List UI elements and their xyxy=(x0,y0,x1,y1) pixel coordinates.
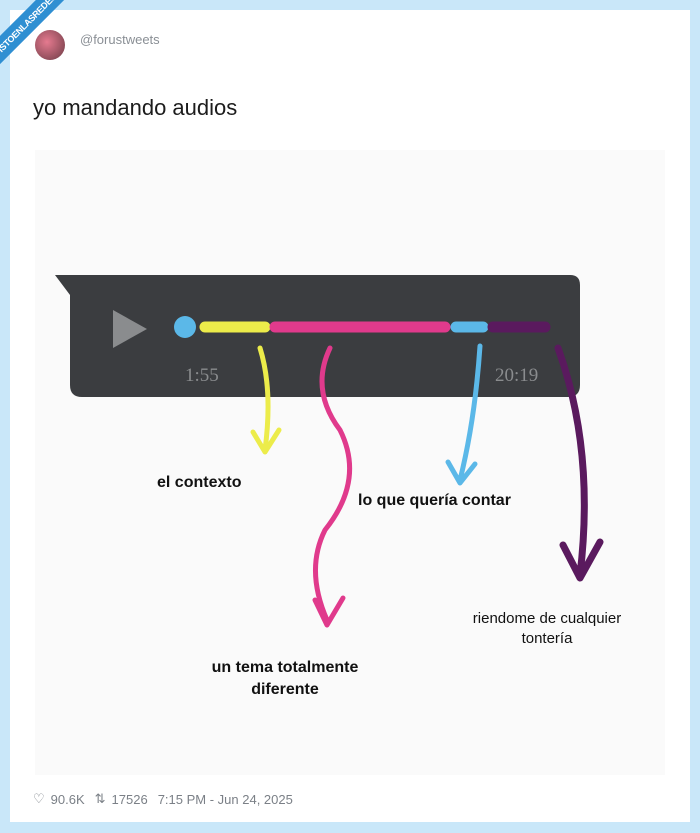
heart-icon[interactable]: ♡ xyxy=(33,791,45,806)
progress-knob xyxy=(174,316,196,338)
tweet-image: 1:55 20:19 el contexto lo que quería con… xyxy=(35,150,665,775)
label-wanted: lo que quería contar xyxy=(358,492,511,509)
arrow-wanted xyxy=(445,343,483,486)
avatar[interactable] xyxy=(35,30,65,60)
user-handle[interactable]: @forustweets xyxy=(80,32,160,47)
label-laugh: riendome de cualquier tontería xyxy=(472,610,622,647)
label-main: un tema totalmente diferente xyxy=(211,659,359,698)
tweet-footer: ♡ 90.6K ⇅ 17526 7:15 PM - Jun 24, 2025 xyxy=(33,791,297,807)
retweet-icon[interactable]: ⇅ xyxy=(94,791,106,806)
arrow-context xyxy=(250,345,282,455)
tweet-text: yo mandando audios xyxy=(33,95,238,120)
like-count: 90.6K xyxy=(50,791,85,807)
audio-bubble xyxy=(55,275,580,397)
label-context: el contexto xyxy=(157,474,242,491)
arrow-main xyxy=(312,345,353,628)
start-time: 1:55 xyxy=(185,365,219,386)
retweet-count: 17526 xyxy=(111,791,148,807)
arrow-laugh xyxy=(554,344,604,582)
audio-diagram xyxy=(55,275,604,628)
timestamp[interactable]: 7:15 PM - Jun 24, 2025 xyxy=(157,791,293,807)
end-time: 20:19 xyxy=(495,365,539,386)
play-icon xyxy=(113,310,147,348)
